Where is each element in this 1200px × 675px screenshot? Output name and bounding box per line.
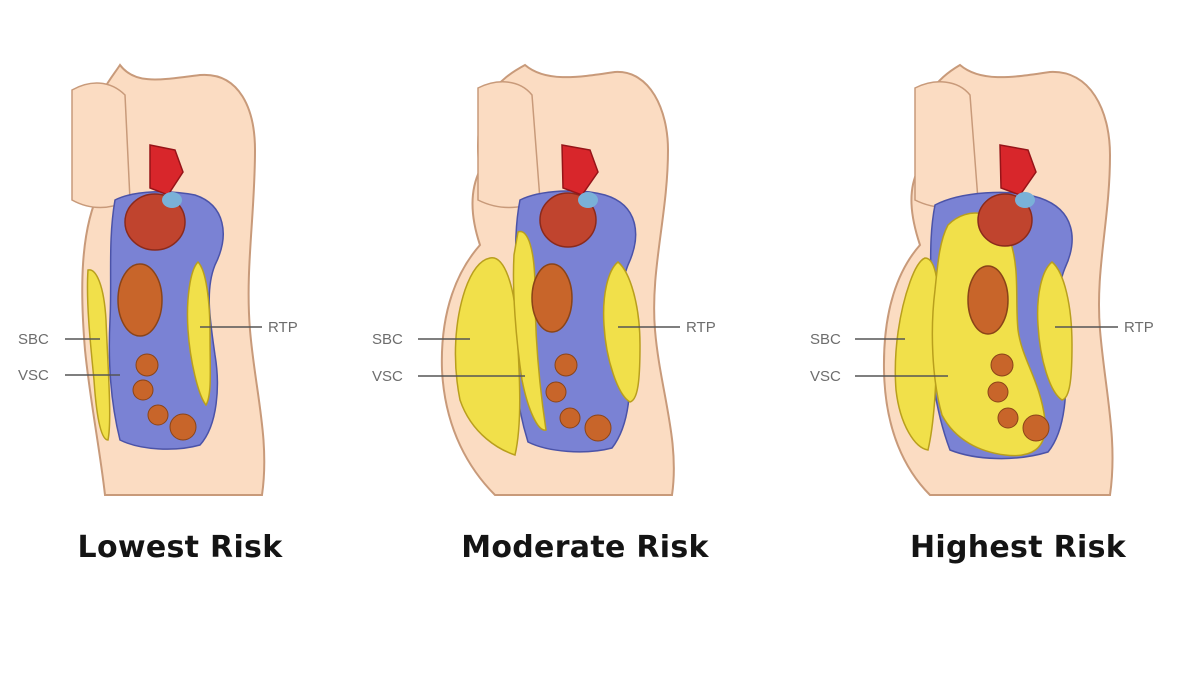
liver-organ [531, 263, 573, 333]
visceral-fat [512, 230, 547, 431]
intestine [1022, 414, 1050, 442]
intestine [135, 353, 159, 377]
rtp-label: RTP [1124, 319, 1154, 336]
sbc-label: SBC [810, 331, 841, 348]
aorta-icon [149, 144, 184, 196]
arm-shape [477, 81, 541, 209]
retroperitoneal-fat-back [1036, 261, 1073, 401]
liver-organ [967, 265, 1009, 335]
intestine [545, 381, 567, 403]
intestine [990, 353, 1014, 377]
retroperitoneal-fat-back [186, 260, 212, 407]
caption-moderate-risk: Moderate Risk [461, 530, 709, 565]
arm-shape [914, 81, 979, 209]
panel-lowest-risk: SBC VSC RTP [18, 63, 298, 496]
heart-icon [124, 193, 186, 251]
heart-icon [539, 192, 597, 248]
intestine [132, 379, 154, 401]
caption-highest-risk: Highest Risk [909, 530, 1126, 565]
rtp-label: RTP [686, 319, 716, 336]
intestine [147, 404, 169, 426]
intestine [584, 414, 612, 442]
intestine [987, 381, 1009, 403]
lung-vessel [162, 192, 182, 208]
intestine [997, 407, 1019, 429]
rtp-label: RTP [268, 319, 298, 336]
lung-vessel [1015, 192, 1035, 208]
panel-highest-risk: SBC VSC RTP [810, 63, 1154, 496]
vsc-label: VSC [372, 368, 403, 385]
retroperitoneal-fat-back [602, 261, 641, 403]
aorta-icon [999, 144, 1037, 196]
subcutaneous-fat-front [86, 269, 111, 441]
caption-lowest-risk: Lowest Risk [77, 530, 283, 565]
liver-organ [117, 263, 163, 337]
intestine [559, 407, 581, 429]
vsc-label: VSC [810, 368, 841, 385]
sbc-label: SBC [372, 331, 403, 348]
arm-shape [71, 82, 131, 209]
aorta-icon [561, 144, 599, 196]
vsc-label: VSC [18, 367, 49, 384]
sbc-label: SBC [18, 331, 49, 348]
lung-vessel [578, 192, 598, 208]
heart-icon [977, 193, 1033, 247]
intestine [169, 413, 197, 441]
intestine [554, 353, 578, 377]
panel-moderate-risk: SBC VSC RTP [372, 63, 716, 496]
